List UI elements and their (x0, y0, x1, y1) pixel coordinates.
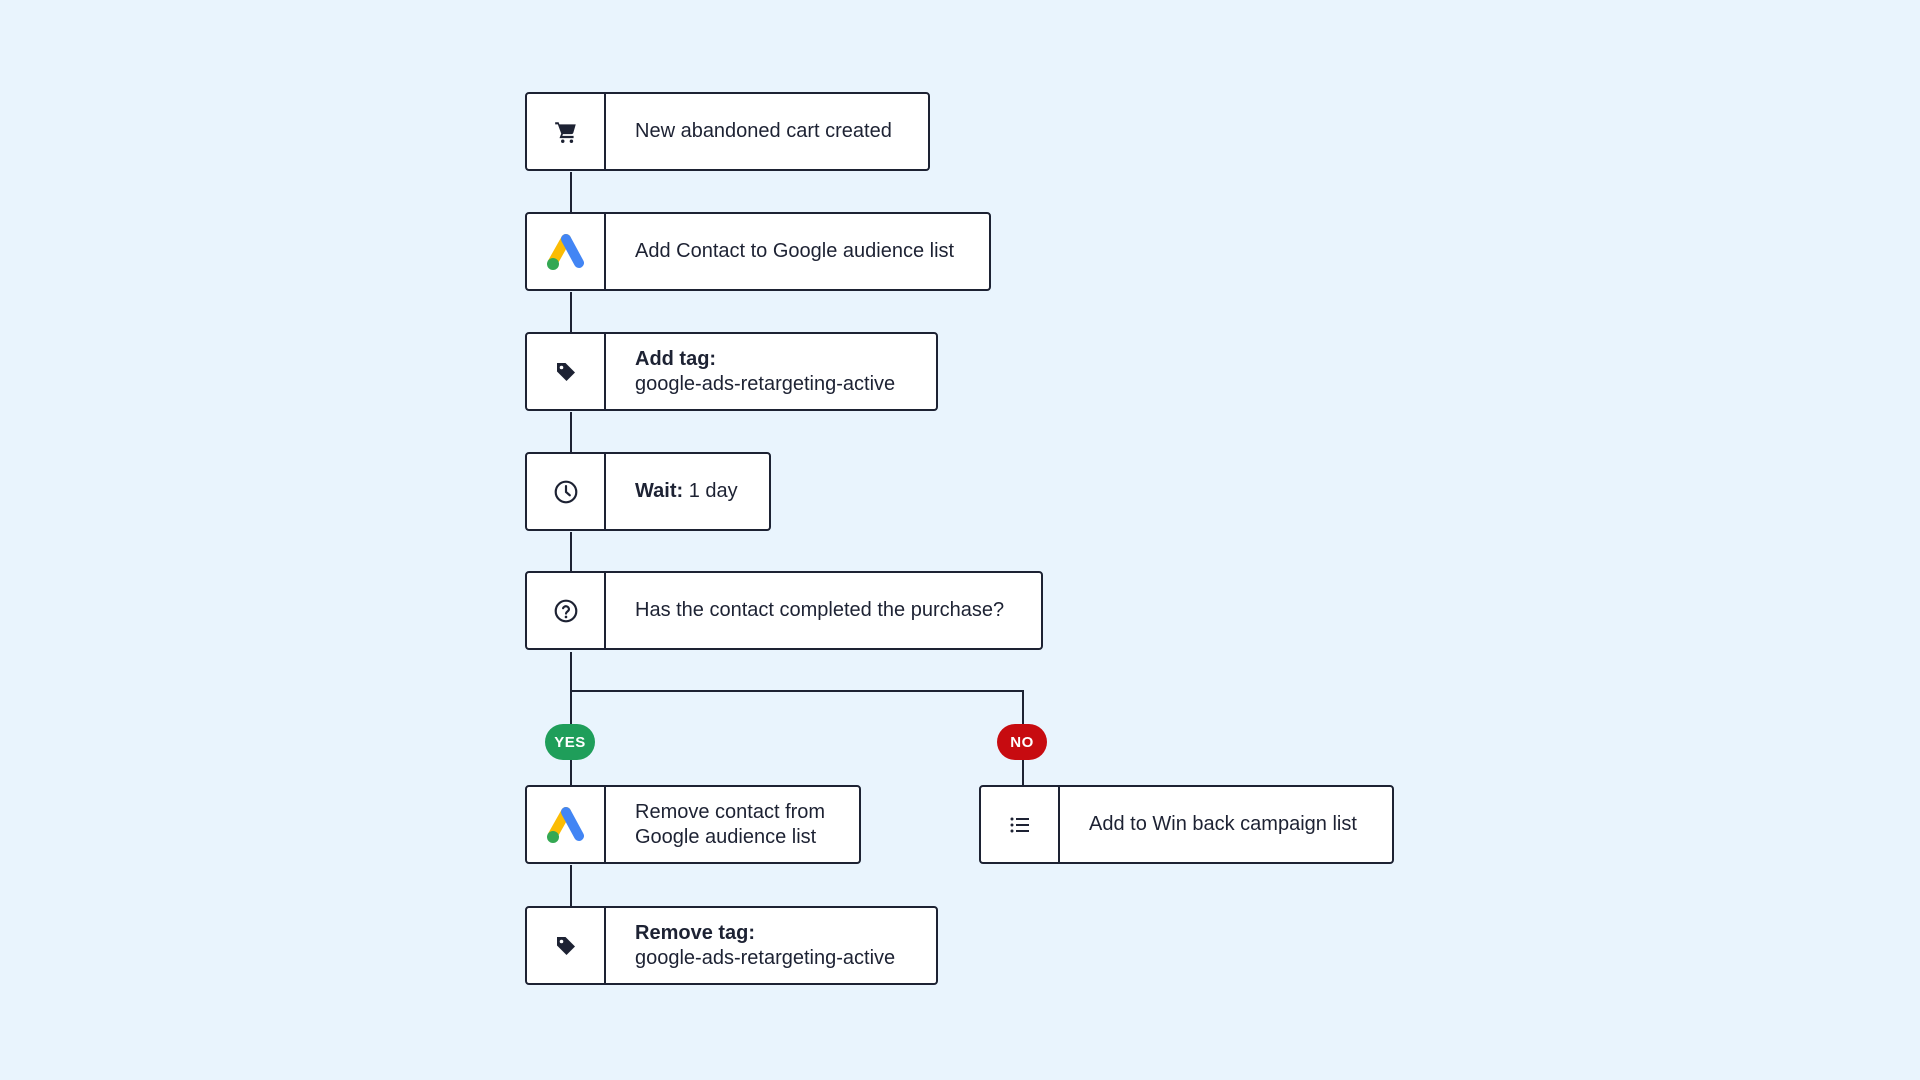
step-wait[interactable]: Wait: 1 day (525, 452, 771, 531)
question-icon (554, 599, 577, 622)
step-condition[interactable]: Has the contact completed the purchase? (525, 571, 1043, 650)
step-add-tag-value: google-ads-retargeting-active (635, 372, 896, 395)
cart-icon (554, 121, 576, 143)
clock-icon (554, 480, 577, 503)
google-ads-icon (546, 806, 584, 843)
tag-icon (556, 362, 575, 381)
step-trigger-text: New abandoned cart created (635, 120, 892, 142)
step-wait-label: Wait: (635, 480, 684, 502)
step-remove-tag-value: google-ads-retargeting-active (635, 946, 896, 969)
list-icon (1010, 817, 1029, 832)
step-wait-value: 1 day (688, 480, 738, 502)
step-remove-tag[interactable]: Remove tag: google-ads-retargeting-activ… (525, 906, 938, 985)
step-remove-audience[interactable]: Remove contact from Google audience list (525, 785, 861, 864)
google-ads-icon (546, 233, 584, 270)
step-add-audience-text: Add Contact to Google audience list (635, 240, 955, 262)
step-remove-tag-label: Remove tag: (635, 921, 756, 944)
step-add-tag[interactable]: Add tag: google-ads-retargeting-active (525, 332, 938, 411)
step-condition-text: Has the contact completed the purchase? (635, 599, 1005, 621)
tag-icon (556, 936, 575, 955)
connector-condition-no (571, 690, 1024, 786)
step-trigger[interactable]: New abandoned cart created (525, 92, 930, 171)
branch-no-badge[interactable]: NO (997, 724, 1047, 760)
step-win-back-text: Add to Win back campaign list (1089, 813, 1357, 835)
step-add-audience[interactable]: Add Contact to Google audience list (525, 212, 991, 291)
branch-yes-badge[interactable]: YES (545, 724, 595, 760)
step-remove-audience-line2: Google audience list (635, 825, 817, 848)
step-add-tag-label: Add tag: (635, 347, 717, 370)
step-win-back[interactable]: Add to Win back campaign list (979, 785, 1394, 864)
step-remove-audience-line1: Remove contact from (635, 800, 826, 823)
